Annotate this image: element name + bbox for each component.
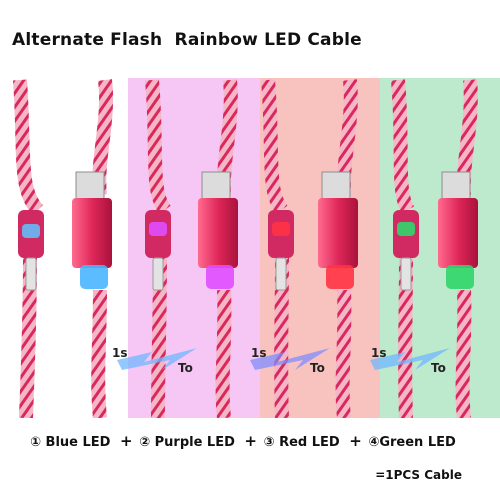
product-title: Alternate Flash Rainbow LED Cable [12, 30, 362, 50]
total-label: =1PCS Cable [375, 468, 462, 482]
plus-sign: + [244, 432, 257, 450]
plus-sign: + [119, 432, 133, 450]
led-cables-illustration [13, 79, 478, 418]
plus-sign: + [349, 432, 362, 450]
cable-red [261, 79, 358, 418]
led-sequence: ① Blue LED + ② Purple LED + ③ Red LED + … [30, 432, 500, 450]
cable-green [391, 79, 478, 418]
to-label: To [310, 361, 325, 375]
lightning-bolt-icon [365, 330, 455, 385]
led-item-purple: ② Purple LED [139, 435, 235, 450]
to-label: To [178, 361, 193, 375]
cable-purple [145, 79, 238, 418]
interval-label: 1s [371, 346, 387, 360]
lightning-bolt-icon [112, 330, 202, 385]
to-label: To [431, 361, 446, 375]
led-item-green: ④Green LED [368, 435, 456, 450]
lightning-bolt-icon [245, 330, 335, 385]
interval-label: 1s [112, 346, 128, 360]
led-item-red: ③ Red LED [263, 435, 340, 450]
led-item-blue: ① Blue LED [30, 435, 111, 450]
cable-blue [13, 79, 114, 418]
interval-label: 1s [251, 346, 267, 360]
